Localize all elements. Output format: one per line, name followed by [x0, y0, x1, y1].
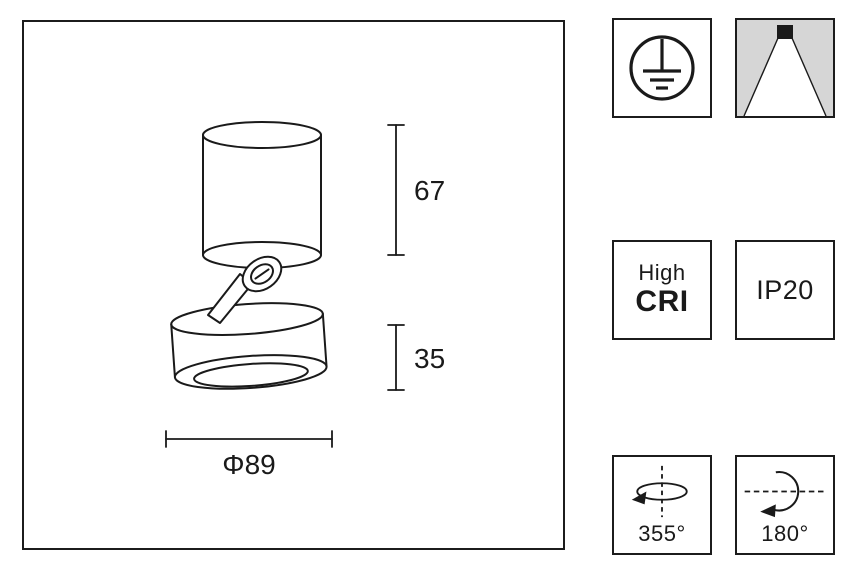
canopy-cylinder — [202, 121, 322, 269]
protective-earth-icon — [629, 35, 695, 101]
dim-label-height-top: 67 — [414, 175, 445, 206]
rotation-axis-icon — [631, 465, 688, 518]
badge-ip-rating: IP20 — [735, 240, 835, 340]
tilt-axis-icon — [744, 470, 826, 518]
badge-protective-earth — [612, 18, 712, 118]
tilt-angle-label: 180° — [761, 521, 809, 546]
badge-high-cri: High CRI — [612, 240, 712, 340]
ip-rating-label: IP20 — [756, 274, 814, 305]
dimension-line-67 — [387, 124, 405, 256]
spot-head-cylinder — [170, 302, 328, 390]
dim-label-height-head: 35 — [414, 343, 445, 374]
badge-beam-distribution — [735, 18, 835, 118]
rotation-angle-label: 355° — [638, 521, 686, 546]
beam-angle-icon — [737, 20, 833, 116]
badge-tilt: 180° — [735, 455, 835, 555]
product-dimension-drawing: 67 35 Φ89 — [165, 121, 445, 480]
dimension-line-diameter — [165, 430, 333, 448]
dimension-drawing-panel: 67 35 Φ89 — [22, 20, 565, 550]
swivel-knuckle — [241, 255, 283, 293]
cri-label-main: CRI — [635, 285, 689, 319]
cri-label-top: High — [638, 260, 686, 286]
badge-rotation: 355° — [612, 455, 712, 555]
dimension-line-35 — [387, 324, 405, 391]
dim-label-diameter: Φ89 — [222, 449, 275, 480]
